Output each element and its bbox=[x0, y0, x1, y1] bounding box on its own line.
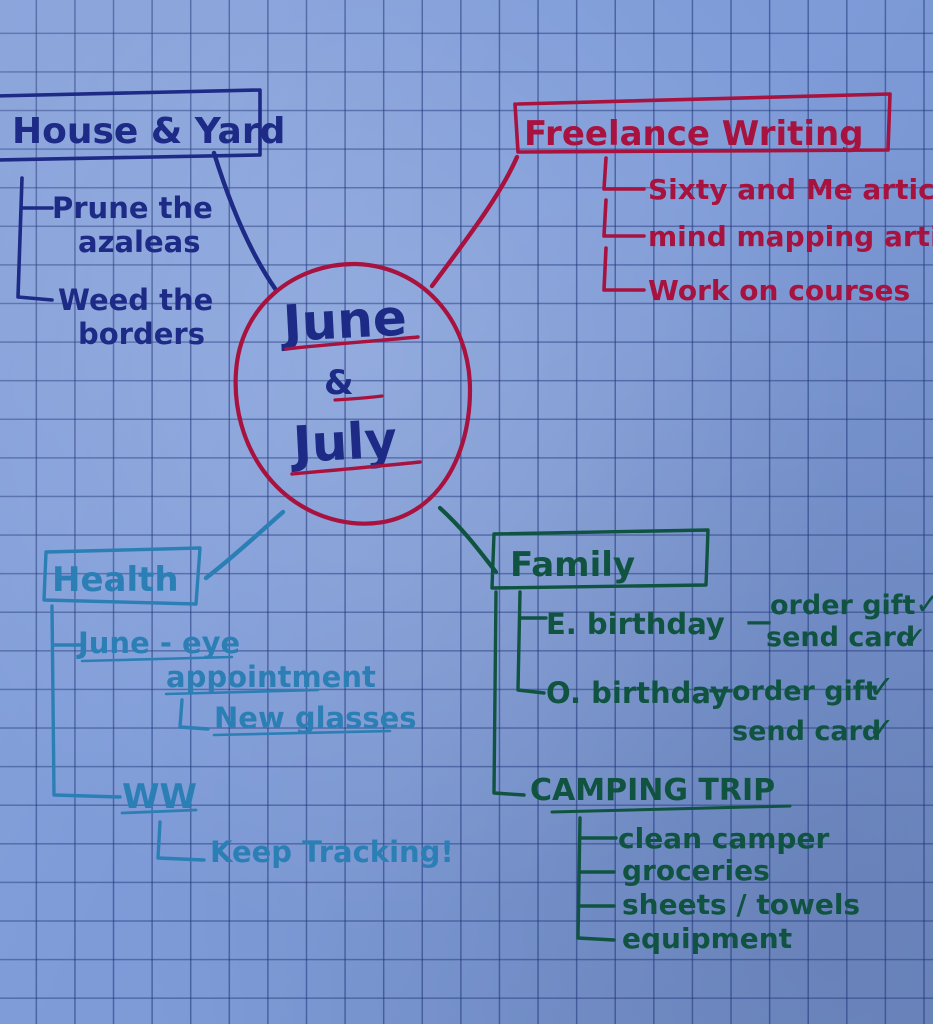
health-item-1-underline-2 bbox=[164, 688, 320, 696]
center-circle bbox=[233, 261, 473, 526]
center-underline-july bbox=[290, 460, 422, 476]
family-item-1-label: E. birthday bbox=[546, 607, 725, 641]
family-item-3-label: CAMPING TRIP bbox=[530, 773, 775, 808]
connector-family bbox=[437, 505, 499, 575]
house-and-yard-title-box bbox=[0, 88, 262, 162]
house-and-yard-title: House & Yard bbox=[12, 111, 285, 152]
family-item-1-task-1-check: ✓ bbox=[915, 587, 933, 622]
family-title-box bbox=[490, 528, 710, 590]
health-bracket bbox=[50, 604, 122, 799]
camping-subitem-1: clean camper bbox=[618, 822, 829, 855]
family-spine bbox=[492, 590, 526, 797]
freelance-bracket-1 bbox=[602, 156, 646, 191]
health-item-2-underline bbox=[120, 808, 198, 815]
health-subitem-bracket-2 bbox=[156, 820, 206, 862]
health-subitem-bracket-1 bbox=[178, 698, 210, 731]
freelance-writing-title: Freelance Writing bbox=[524, 114, 864, 154]
health-item-1-underline-1 bbox=[80, 655, 234, 663]
center-underline-ampersand bbox=[333, 394, 384, 402]
camping-subitem-4: equipment bbox=[622, 922, 792, 955]
freelance-bracket-2 bbox=[602, 198, 646, 238]
camping-subitem-3: sheets / towels bbox=[622, 888, 860, 921]
connector-freelance-writing bbox=[429, 154, 520, 289]
health-title-box bbox=[42, 546, 202, 606]
center-label-ampersand: & bbox=[324, 363, 354, 403]
family-item-2-dash: — bbox=[708, 675, 734, 705]
camping-bracket bbox=[576, 816, 616, 942]
house-item-2-line-2: borders bbox=[78, 317, 205, 351]
family-item-2-task-1-check: ✓ bbox=[868, 668, 895, 706]
freelance-item-1: Sixty and Me article bbox=[648, 173, 933, 206]
health-subitem-1-underline bbox=[212, 729, 392, 737]
family-item-2-task-2: send card bbox=[732, 716, 881, 747]
family-item-1-task-2-check: ✓ bbox=[902, 621, 927, 656]
house-item-2-line-1: Weed the bbox=[58, 283, 213, 317]
house-item-1-line-2: azaleas bbox=[78, 225, 200, 259]
family-item-2-label: O. birthday bbox=[546, 676, 729, 710]
family-item-1-task-1: order gift bbox=[770, 590, 916, 621]
family-item-2-task-2-check: ✓ bbox=[868, 710, 895, 748]
center-label-july: July bbox=[289, 411, 399, 475]
house-item-1-line-1: Prune the bbox=[52, 191, 213, 225]
family-title: Family bbox=[510, 545, 635, 585]
center-underline-june bbox=[284, 335, 420, 351]
freelance-writing-title-box bbox=[513, 92, 892, 154]
family-item-1-dash: — bbox=[746, 607, 772, 637]
freelance-item-3: Work on courses bbox=[648, 274, 910, 307]
family-item-3-underline bbox=[550, 804, 792, 814]
health-subitem-2: Keep Tracking! bbox=[210, 835, 454, 869]
camping-subitem-2: groceries bbox=[622, 854, 770, 887]
freelance-item-2: mind mapping article bbox=[648, 220, 933, 253]
connector-health bbox=[203, 509, 286, 581]
family-birthday-bracket bbox=[516, 590, 546, 695]
connector-house-and-yard bbox=[211, 150, 279, 293]
health-title: Health bbox=[52, 560, 179, 600]
health-item-1-line-2: appointment bbox=[166, 660, 376, 694]
house-and-yard-bracket bbox=[16, 176, 54, 302]
family-item-2-task-1: order gift bbox=[732, 676, 878, 707]
freelance-bracket-3 bbox=[602, 246, 646, 292]
health-item-1-line-1: June - eye bbox=[76, 626, 240, 660]
health-subitem-1: New glasses bbox=[214, 701, 417, 735]
family-item-1-task-2: send card bbox=[766, 622, 915, 653]
